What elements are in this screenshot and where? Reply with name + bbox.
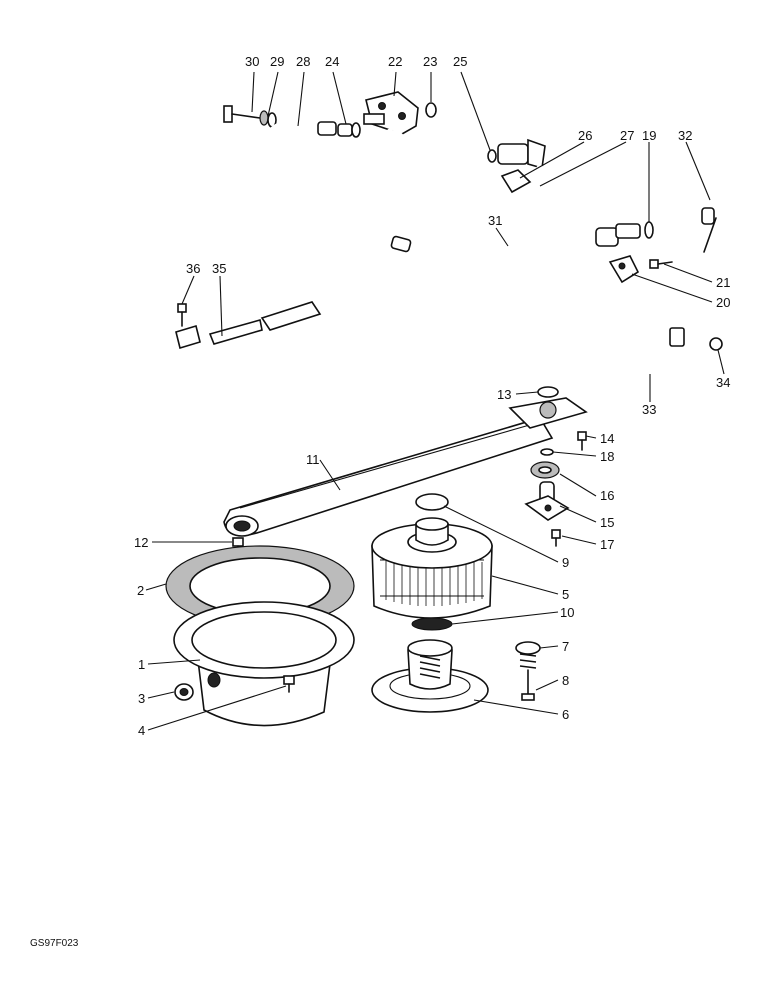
callout-26: 26 bbox=[578, 128, 592, 143]
mounting-flange bbox=[508, 397, 588, 429]
callout-24: 24 bbox=[325, 54, 339, 69]
callout-10: 10 bbox=[560, 605, 574, 620]
callout-33: 33 bbox=[642, 402, 656, 417]
manifold-block-22 bbox=[363, 91, 419, 135]
o-ring-9 bbox=[415, 493, 449, 511]
sealing-washer-29 bbox=[259, 110, 277, 128]
callout-21: 21 bbox=[716, 275, 730, 290]
callout-12: 12 bbox=[134, 535, 148, 550]
o-ring-13 bbox=[537, 386, 559, 398]
bolt-17 bbox=[551, 529, 561, 547]
pipework-assembly bbox=[78, 91, 724, 374]
banjo-bolt-26 bbox=[500, 169, 532, 194]
filter-assembly bbox=[165, 386, 588, 727]
filter-bowl-1 bbox=[173, 601, 355, 727]
drain-plug-3 bbox=[174, 683, 194, 701]
callout-18: 18 bbox=[600, 449, 614, 464]
callout-30: 30 bbox=[245, 54, 259, 69]
screw-4 bbox=[283, 675, 295, 693]
hose-28 bbox=[263, 121, 390, 250]
bolt-14 bbox=[577, 431, 587, 451]
o-ring-23 bbox=[425, 102, 437, 118]
o-ring-19 bbox=[644, 221, 654, 239]
callout-17: 17 bbox=[600, 537, 614, 552]
callout-11: 11 bbox=[306, 452, 320, 467]
filter-element-5 bbox=[371, 517, 493, 619]
callout-5: 5 bbox=[562, 587, 569, 602]
cover-arm-11 bbox=[223, 417, 554, 537]
elbow-fitting-27 bbox=[595, 223, 641, 247]
callout-2: 2 bbox=[137, 583, 144, 598]
callout-25: 25 bbox=[453, 54, 467, 69]
callout-8: 8 bbox=[562, 673, 569, 688]
bolt-36 bbox=[177, 303, 187, 327]
pipe-end-32 bbox=[701, 207, 717, 253]
banjo-fitting-25 bbox=[487, 138, 546, 170]
callout-3: 3 bbox=[138, 691, 145, 706]
valve-body-15 bbox=[524, 481, 570, 521]
washer-18 bbox=[540, 448, 554, 456]
bolt-8 bbox=[521, 669, 535, 701]
callout-labels: 30 29 28 24 22 23 25 26 27 19 32 31 21 2… bbox=[134, 54, 730, 738]
callout-6: 6 bbox=[562, 707, 569, 722]
bolt-30 bbox=[223, 105, 261, 123]
spring-7 bbox=[515, 641, 541, 669]
callout-36: 36 bbox=[186, 261, 200, 276]
base-plate-6 bbox=[371, 639, 489, 713]
callout-23: 23 bbox=[423, 54, 437, 69]
callout-7: 7 bbox=[562, 639, 569, 654]
callout-29: 29 bbox=[270, 54, 284, 69]
callout-16: 16 bbox=[600, 488, 614, 503]
gasket-16 bbox=[530, 461, 560, 479]
callout-13: 13 bbox=[497, 387, 511, 402]
callout-27: 27 bbox=[620, 128, 634, 143]
cap-34 bbox=[709, 337, 723, 351]
bolt-21 bbox=[649, 259, 673, 269]
callout-4: 4 bbox=[138, 723, 145, 738]
callout-20: 20 bbox=[716, 295, 730, 310]
callout-31: 31 bbox=[488, 213, 502, 228]
seal-10 bbox=[411, 617, 453, 631]
callout-15: 15 bbox=[600, 515, 614, 530]
callout-19: 19 bbox=[642, 128, 656, 143]
callout-1: 1 bbox=[138, 657, 145, 672]
clamp-plate-20 bbox=[608, 255, 640, 284]
callout-22: 22 bbox=[388, 54, 402, 69]
callout-28: 28 bbox=[296, 54, 310, 69]
leader-lines bbox=[145, 71, 725, 731]
callout-9: 9 bbox=[562, 555, 569, 570]
callout-35: 35 bbox=[212, 261, 226, 276]
figure-code: GS97F023 bbox=[30, 938, 79, 949]
bracket-rod-35 bbox=[78, 286, 372, 374]
callout-32: 32 bbox=[678, 128, 692, 143]
callout-34: 34 bbox=[716, 375, 730, 390]
union-fitting-24 bbox=[337, 122, 361, 138]
callout-14: 14 bbox=[600, 431, 614, 446]
